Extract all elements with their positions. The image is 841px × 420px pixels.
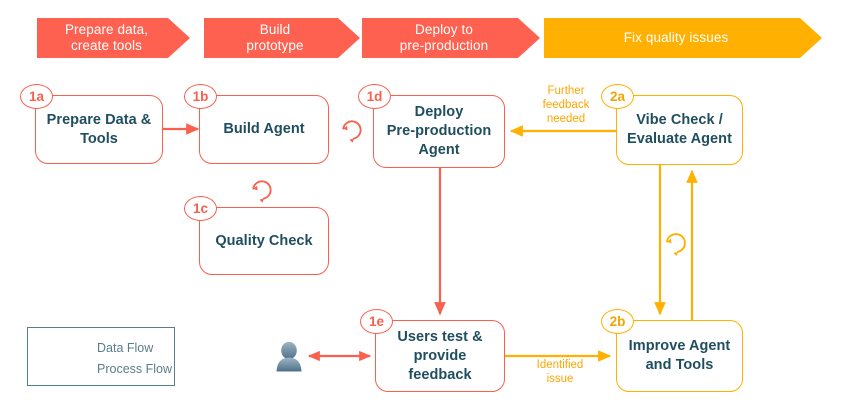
banner-build-line1: Build — [259, 22, 291, 37]
banner-shapes — [37, 18, 822, 58]
badge-1b: 1b — [184, 84, 217, 109]
legend-label-data-flow: Data Flow — [97, 341, 154, 355]
legend-box — [27, 327, 175, 386]
badge-1c: 1c — [184, 196, 217, 221]
node-1d-line2: Pre-production — [386, 123, 492, 139]
node-1d-line1: Deploy — [414, 104, 464, 120]
badge-2b: 2b — [601, 309, 634, 334]
badge-1e: 1e — [360, 309, 393, 334]
node-1b-line1: Build Agent — [223, 121, 305, 137]
further-feedback-line2: feedback — [542, 99, 590, 111]
node-1a-line1: Prepare Data & — [46, 111, 152, 128]
node-1c-quality-check[interactable]: Quality Check — [199, 207, 329, 275]
node-2a-line2: Evaluate Agent — [627, 131, 732, 147]
node-2a-vibe-check-evaluate-agent[interactable]: Vibe Check / Evaluate Agent — [616, 95, 743, 165]
node-2b-line1: Improve Agent — [628, 338, 731, 354]
node-1d-line3: Agent — [418, 142, 460, 158]
node-1e-line2: provide — [413, 347, 467, 364]
node-2b-line2: and Tools — [645, 357, 714, 373]
node-1a-prepare-data-tools[interactable]: Prepare Data & Tools — [35, 95, 163, 164]
node-2b-improve-agent-and-tools[interactable]: Improve Agent and Tools — [616, 320, 743, 392]
banner-fix-line1: Fix quality issues — [623, 30, 729, 45]
banner-prepare: Prepare data, create tools — [37, 18, 190, 58]
further-feedback-line3: needed — [546, 113, 586, 125]
banner-shape-deploy — [362, 18, 540, 58]
legend-item-data-flow: Data Flow — [45, 341, 153, 355]
node-1d-deploy-pre-production-agent[interactable]: Deploy Pre-production Agent — [373, 95, 505, 168]
edge-label-identified-issue: Identified issue — [512, 358, 608, 386]
banner-shape-fix — [544, 18, 822, 58]
loop-icon-2a-2b — [666, 233, 686, 257]
node-2a-line1: Vibe Check / — [636, 112, 723, 128]
user-avatar-icon — [276, 341, 302, 372]
legend-label-process-flow: Process Flow — [97, 362, 173, 376]
node-1c-line1: Quality Check — [215, 232, 313, 249]
further-feedback-line1: Further — [547, 85, 585, 97]
banner-deploy-line2: pre-production — [399, 38, 489, 53]
banner-shape-build — [204, 18, 360, 58]
legend-item-process-flow: Process Flow — [45, 362, 172, 376]
node-1e-line3: feedback — [408, 366, 472, 383]
banner-shape-prepare — [37, 18, 190, 58]
banner-deploy-line1: Deploy to — [415, 22, 473, 37]
node-1e-line1: Users test & — [397, 328, 483, 345]
banner-fix: Fix quality issues — [544, 18, 822, 58]
node-1b-build-agent[interactable]: Build Agent — [199, 95, 329, 164]
banner-prepare-line2: create tools — [70, 38, 142, 53]
banner-build-line2: prototype — [246, 38, 304, 53]
badge-1d: 1d — [358, 84, 391, 109]
badge-1a: 1a — [20, 84, 53, 109]
edge-label-further-feedback-needed: Further feedback needed — [518, 84, 614, 126]
node-1a-line2: Tools — [80, 130, 118, 147]
legend-arrow-dashed-icon — [45, 363, 87, 375]
banner-deploy: Deploy to pre-production — [362, 18, 540, 58]
badge-2a: 2a — [601, 84, 634, 109]
identified-issue-line2: issue — [546, 373, 574, 385]
banner-build: Build prototype — [204, 18, 360, 58]
legend-arrow-solid-icon — [45, 342, 87, 354]
identified-issue-line1: Identified — [536, 359, 584, 371]
loop-icon-1b-1c — [252, 180, 272, 203]
banner-prepare-line1: Prepare data, — [64, 22, 149, 37]
loop-icon-1b-1d — [342, 120, 362, 143]
node-1e-users-test-provide-feedback[interactable]: Users test & provide feedback — [375, 320, 505, 392]
